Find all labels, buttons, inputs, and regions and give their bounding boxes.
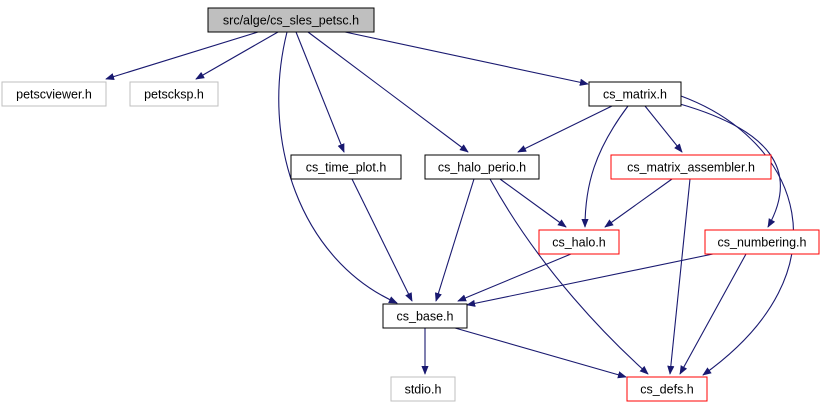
edge-cs-matrix-to-cs-halo-perio bbox=[517, 105, 613, 153]
edge-cs-matrix-assembler-to-cs-halo bbox=[604, 178, 673, 228]
edge-cs-matrix-to-cs-defs bbox=[680, 95, 794, 376]
node-petscviewer[interactable]: petscviewer.h bbox=[1, 81, 107, 107]
edge-cs-halo-perio-to-cs-halo bbox=[499, 178, 567, 228]
edge-cs-matrix-to-cs-halo bbox=[581, 105, 629, 228]
edge-root-to-cs-halo-perio bbox=[307, 31, 469, 153]
node-cs-time-plot[interactable]: cs_time_plot.h bbox=[290, 154, 402, 180]
node-label: stdio.h bbox=[405, 383, 442, 397]
edge-cs-time-plot-to-cs-base bbox=[351, 178, 413, 302]
node-cs-halo-perio[interactable]: cs_halo_perio.h bbox=[424, 154, 540, 180]
edge-cs-halo-perio-to-cs-defs bbox=[489, 178, 649, 375]
node-cs-defs[interactable]: cs_defs.h bbox=[626, 376, 708, 402]
edge-root-to-cs-base bbox=[278, 31, 398, 304]
edge-root-to-cs-matrix bbox=[344, 31, 589, 86]
edges bbox=[105, 31, 794, 379]
edge-cs-numbering-to-cs-base bbox=[466, 253, 714, 307]
node-cs-base[interactable]: cs_base.h bbox=[382, 303, 468, 329]
node-label: cs_time_plot.h bbox=[306, 161, 387, 175]
edge-cs-numbering-to-cs-defs bbox=[679, 253, 747, 375]
node-cs-matrix[interactable]: cs_matrix.h bbox=[588, 81, 682, 107]
node-label: petscviewer.h bbox=[16, 88, 92, 102]
edge-cs-matrix-assembler-to-cs-defs bbox=[667, 178, 691, 375]
node-cs-matrix-assembler[interactable]: cs_matrix_assembler.h bbox=[610, 154, 772, 180]
edge-root-to-petscviewer bbox=[105, 31, 259, 81]
node-label: cs_halo.h bbox=[552, 236, 606, 250]
node-cs-numbering[interactable]: cs_numbering.h bbox=[704, 229, 820, 255]
edge-cs-halo-to-cs-base bbox=[457, 253, 572, 302]
edge-root-to-cs-time-plot bbox=[295, 31, 345, 153]
node-label: cs_base.h bbox=[397, 310, 454, 324]
node-label: cs_defs.h bbox=[640, 383, 694, 397]
edge-root-to-petscksp bbox=[195, 31, 279, 80]
node-root[interactable]: src/alge/cs_sles_petsc.h bbox=[207, 7, 375, 33]
edge-cs-halo-perio-to-cs-base bbox=[434, 178, 475, 302]
node-label: cs_numbering.h bbox=[718, 236, 807, 250]
node-label: petscksp.h bbox=[144, 88, 204, 102]
node-petscksp[interactable]: petscksp.h bbox=[129, 81, 219, 107]
node-stdio[interactable]: stdio.h bbox=[390, 376, 456, 402]
edge-cs-base-to-cs-defs bbox=[454, 327, 627, 379]
node-label: cs_matrix.h bbox=[603, 88, 667, 102]
node-label: cs_halo_perio.h bbox=[438, 161, 526, 175]
edge-cs-matrix-to-cs-matrix-assembler bbox=[644, 105, 683, 153]
node-label: cs_matrix_assembler.h bbox=[627, 161, 755, 175]
node-cs-halo[interactable]: cs_halo.h bbox=[538, 229, 620, 255]
edge-cs-matrix-to-cs-numbering bbox=[679, 103, 781, 228]
node-label: src/alge/cs_sles_petsc.h bbox=[223, 14, 359, 28]
